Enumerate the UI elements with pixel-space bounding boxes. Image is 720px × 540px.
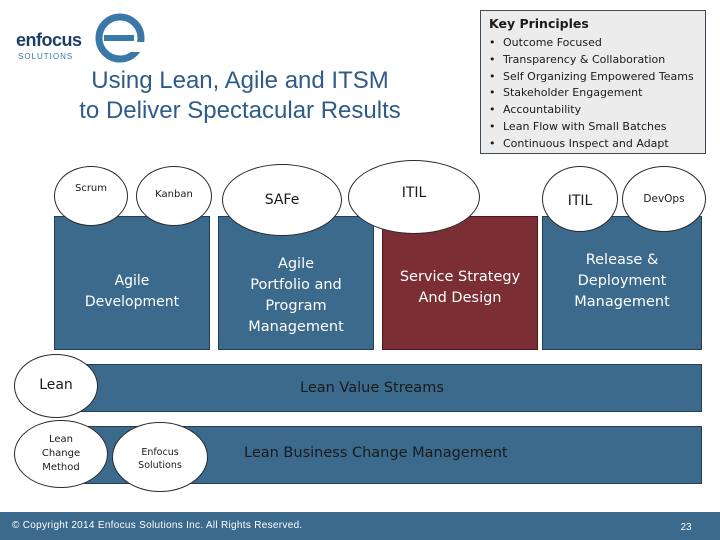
- release-line-3: Management: [574, 293, 670, 310]
- release-line-2: Deployment: [577, 272, 667, 289]
- key-principles-panel: Key Principles •Outcome Focused •Transpa…: [480, 10, 706, 154]
- itil-small-ellipse: ITIL: [542, 166, 618, 232]
- title-line-1: Using Lean, Agile and ITSM: [91, 67, 389, 94]
- enfocus-solutions-ellipse: Enfocus Solutions: [112, 422, 208, 492]
- itil-box-line-2: And Design: [418, 290, 502, 306]
- safe-ellipse: SAFe: [222, 164, 342, 236]
- itil-ellipse: ITIL: [348, 160, 480, 234]
- key-principles-list: •Outcome Focused •Transparency & Collabo…: [489, 35, 694, 153]
- itil-box-line-1: Service Strategy: [399, 269, 521, 285]
- key-principles-title: Key Principles: [489, 16, 589, 31]
- copyright-text: © Copyright 2014 Enfocus Solutions Inc. …: [12, 520, 303, 531]
- safe-box-line-4: Management: [248, 319, 344, 335]
- safe-box-line-1: Agile: [277, 256, 315, 272]
- principle-item: •Lean Flow with Small Batches: [489, 119, 667, 133]
- release-deployment-box: Release & Deployment Management: [542, 216, 702, 350]
- principle-item: •Continuous Inspect and Adapt: [489, 136, 669, 150]
- logo-subtitle: SOLUTIONS: [18, 52, 74, 61]
- safe-label: SAFe: [264, 192, 300, 208]
- company-logo: enfocus SOLUTIONS: [16, 10, 145, 66]
- principle-item: •Stakeholder Engagement: [489, 86, 643, 100]
- title-line-2: to Deliver Spectacular Results: [79, 97, 401, 124]
- devops-ellipse: DevOps: [622, 166, 706, 232]
- page-number: 23: [680, 522, 692, 533]
- logo-e-icon: [95, 13, 145, 63]
- principle-item: •Accountability: [489, 103, 582, 117]
- lean-business-change-label: Lean Business Change Management: [244, 445, 508, 461]
- agile-development-box: Agile Development: [54, 216, 210, 350]
- agile-dev-line-2: Development: [84, 294, 180, 310]
- lean-ellipse: Lean: [14, 354, 98, 418]
- principle-item: •Transparency & Collaboration: [489, 52, 666, 66]
- lcm-line-1: Lean: [48, 434, 73, 445]
- enfocus-line-1: Enfocus: [141, 447, 179, 458]
- service-strategy-box: Service Strategy And Design: [382, 216, 538, 350]
- release-line-1: Release &: [585, 251, 659, 268]
- itil-small-label: ITIL: [567, 193, 593, 209]
- footer-bar: [0, 512, 720, 540]
- safe-box-line-2: Portfolio and: [250, 277, 342, 293]
- lcm-line-2: Change: [41, 448, 81, 459]
- scrum-label: Scrum: [74, 182, 108, 194]
- principle-item: •Outcome Focused: [489, 36, 602, 49]
- agile-portfolio-box: Agile Portfolio and Program Management: [218, 216, 374, 350]
- scrum-ellipse: Scrum: [54, 166, 128, 226]
- agile-dev-line-1: Agile: [114, 273, 150, 289]
- kanban-ellipse: Kanban: [136, 166, 212, 226]
- enfocus-line-2: Solutions: [138, 460, 182, 471]
- logo-wordmark: enfocus: [16, 30, 82, 50]
- principle-item: •Self Organizing Empowered Teams: [489, 69, 694, 83]
- lcm-line-3: Method: [42, 462, 80, 473]
- lean-label: Lean: [39, 377, 73, 393]
- itil-label: ITIL: [401, 185, 427, 201]
- safe-box-line-3: Program: [265, 298, 327, 314]
- kanban-label: Kanban: [155, 188, 193, 200]
- lean-value-streams-label: Lean Value Streams: [300, 380, 444, 396]
- lean-change-method-ellipse: Lean Change Method: [14, 420, 108, 488]
- slide-title: Using Lean, Agile and ITSM to Deliver Sp…: [30, 66, 450, 126]
- lean-value-streams-bar: [56, 364, 702, 412]
- devops-label: DevOps: [643, 193, 685, 205]
